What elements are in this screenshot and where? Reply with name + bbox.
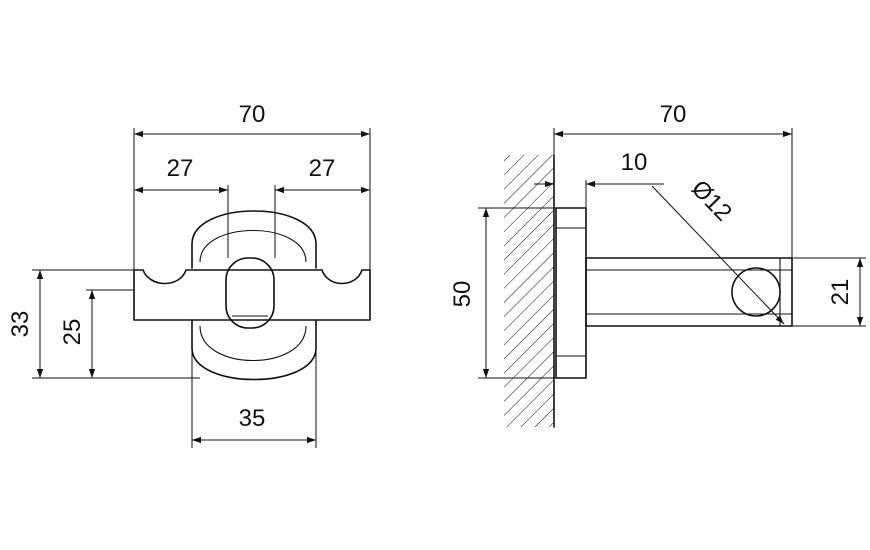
dim-text-height-inner: 25 (59, 319, 86, 346)
side-view: 70 10 Ø12 50 21 (449, 101, 866, 428)
hook-arm (585, 257, 793, 327)
dim-text-arm-height: 21 (827, 279, 854, 306)
dim-text-base-width: 35 (239, 405, 266, 432)
dim-text-height-outer: 33 (7, 311, 34, 338)
dim-text-plate-thickness: 10 (621, 149, 648, 176)
center-boss (225, 257, 275, 329)
back-plate-outline (191, 210, 317, 381)
dim-text-plate-height: 50 (449, 281, 476, 308)
dim-text-depth-total: 70 (660, 101, 687, 128)
front-view: 70 27 27 35 33 25 (7, 101, 371, 448)
dim-text-right-arm: 27 (309, 155, 336, 182)
mounting-plate (555, 207, 587, 379)
dim-text-left-arm: 27 (167, 155, 194, 182)
dim-leader-rod-diameter (651, 185, 785, 325)
hook-body-outline (133, 269, 371, 321)
rod-section (731, 267, 781, 317)
wall-hatching (504, 155, 554, 427)
dim-text-width-total: 70 (239, 101, 266, 128)
dim-text-rod-diameter: Ø12 (686, 175, 737, 226)
back-plate-inner-contour (199, 229, 307, 361)
